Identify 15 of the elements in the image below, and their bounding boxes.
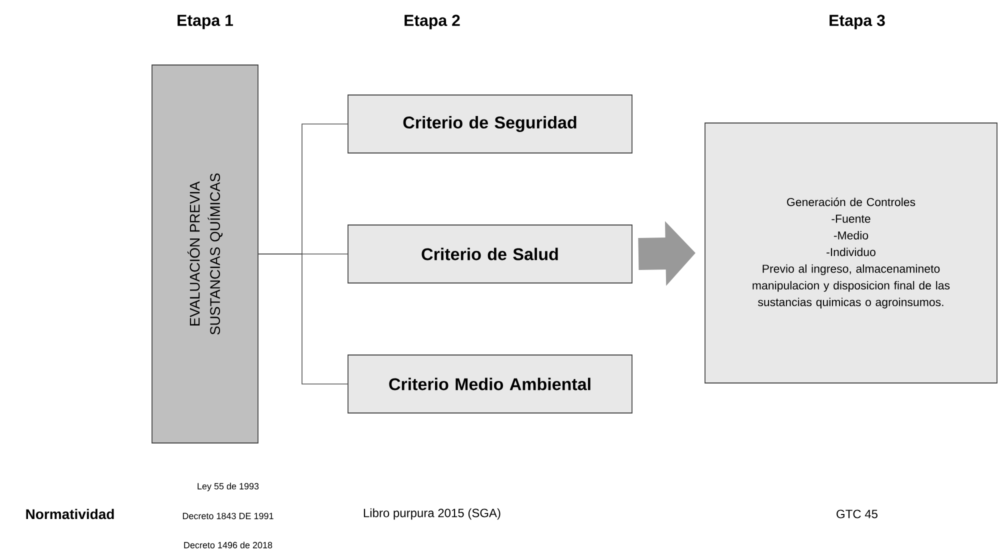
regulation-text: GTC 45	[836, 510, 878, 518]
regulation-text: Libro purpura 2015 (SGA)	[364, 508, 500, 520]
criterion-box: Criterio Medio Ambiental	[348, 354, 632, 414]
process-box: EVALUACIÓN PREVIA SUSTANCIAS QUÍMICAS	[152, 64, 258, 444]
row-heading: Normatividad	[26, 508, 114, 520]
stage-heading: Etapa 2	[404, 14, 460, 30]
controls-box: Generación de Controles -Fuente -Medio -Individuo Previo al ingreso, almacenamineto manipulacion y disposicion final de las sustancias quimicas o agroinsumos.	[704, 122, 998, 384]
regulation-text: Decreto 1496 de 2018	[184, 542, 272, 548]
stage-heading: Etapa 1	[178, 14, 233, 30]
connector-line	[258, 254, 348, 384]
regulation-text: Ley 55 de 1993	[198, 482, 259, 492]
criterion-box: Criterio de Salud	[348, 224, 632, 284]
regulation-text: Decreto 1843 DE 1991	[182, 512, 274, 520]
criterion-box: Criterio de Seguridad	[348, 94, 632, 154]
stage-heading: Etapa 3	[830, 14, 885, 30]
